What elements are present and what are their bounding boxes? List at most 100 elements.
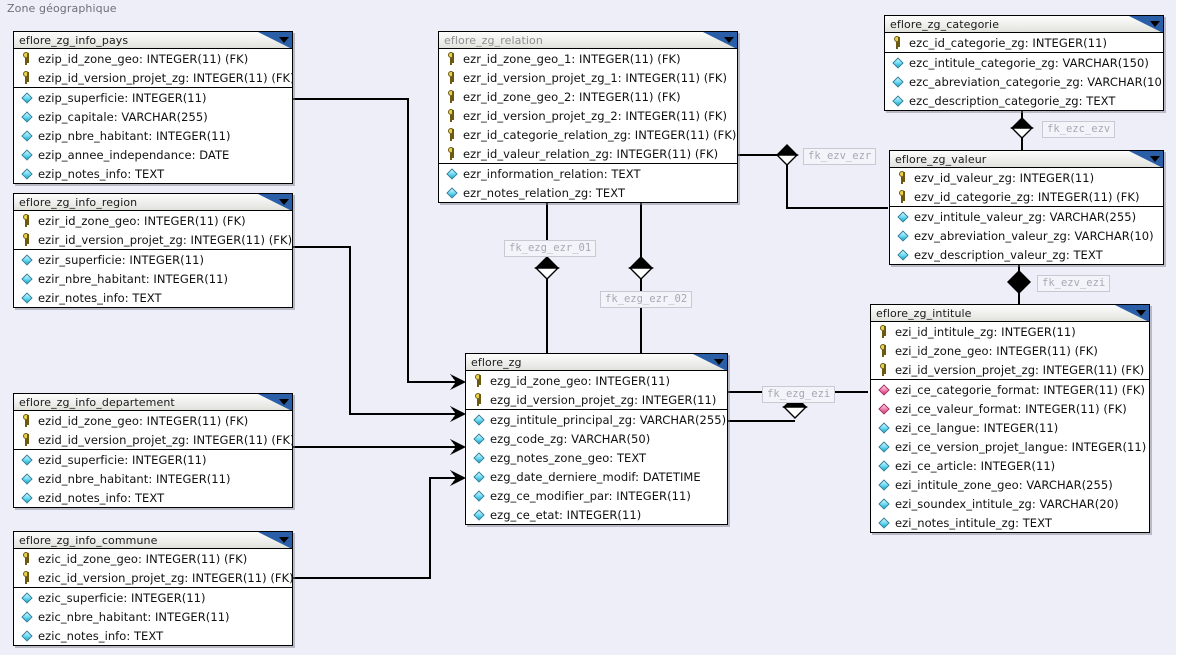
chevron-down-icon[interactable] xyxy=(703,32,737,48)
diamond-cyan-icon xyxy=(876,420,891,435)
chevron-down-icon[interactable] xyxy=(1129,16,1163,32)
field-row[interactable]: ezi_ce_version_projet_langue: INTEGER(11… xyxy=(871,437,1149,456)
field-row-key[interactable]: ezir_id_version_projet_zg: INTEGER(11) (… xyxy=(14,230,292,249)
field-row-key[interactable]: ezr_id_zone_geo_1: INTEGER(11) (FK) xyxy=(439,49,737,68)
field-row[interactable]: ezir_nbre_habitant: INTEGER(11) xyxy=(14,269,292,288)
field-row[interactable]: ezi_ce_article: INTEGER(11) xyxy=(871,456,1149,475)
field-row-key[interactable]: ezid_id_version_projet_zg: INTEGER(11) (… xyxy=(14,430,292,449)
field-row[interactable]: ezg_ce_modifier_par: INTEGER(11) xyxy=(466,486,727,505)
field-row[interactable]: ezi_ce_categorie_format: INTEGER(11) (FK… xyxy=(871,380,1149,399)
key-icon xyxy=(444,70,459,85)
field-row-key[interactable]: ezr_id_categorie_relation_zg: INTEGER(11… xyxy=(439,125,737,144)
table-header[interactable]: eflore_zg_info_region xyxy=(14,194,292,211)
field-row[interactable]: ezir_notes_info: TEXT xyxy=(14,288,292,307)
field-row[interactable]: ezip_notes_info: TEXT xyxy=(14,164,292,183)
diamond-cyan-icon xyxy=(876,515,891,530)
table-eflore_zg_relation[interactable]: eflore_zg_relation ezr_id_zone_geo_1: IN… xyxy=(438,31,738,203)
table-eflore_zg_info_region[interactable]: eflore_zg_info_region ezir_id_zone_geo: … xyxy=(13,193,293,308)
table-header[interactable]: eflore_zg_categorie xyxy=(885,16,1163,33)
field-row-key[interactable]: ezr_id_valeur_relation_zg: INTEGER(11) (… xyxy=(439,144,737,163)
table-title: eflore_zg_info_departement xyxy=(19,396,175,409)
field-row-key[interactable]: ezc_id_categorie_zg: INTEGER(11) xyxy=(885,33,1163,52)
field-row[interactable]: ezv_intitule_valeur_zg: VARCHAR(255) xyxy=(890,207,1163,226)
chevron-down-icon[interactable] xyxy=(258,194,292,210)
table-eflore_zg[interactable]: eflore_zg ezg_id_zone_geo: INTEGER(11) e… xyxy=(465,353,728,525)
table-header[interactable]: eflore_zg_valeur xyxy=(890,151,1163,168)
key-icon xyxy=(471,392,486,407)
field-row[interactable]: ezc_description_categorie_zg: TEXT xyxy=(885,91,1163,110)
field-row-key[interactable]: ezi_id_version_projet_zg: INTEGER(11) (F… xyxy=(871,360,1149,379)
field-row-key[interactable]: ezip_id_version_projet_zg: INTEGER(11) (… xyxy=(14,68,292,87)
field-row[interactable]: ezi_notes_intitule_zg: TEXT xyxy=(871,513,1149,532)
table-header[interactable]: eflore_zg_intitule xyxy=(871,305,1149,322)
field-row[interactable]: ezg_intitule_principal_zg: VARCHAR(255) xyxy=(466,410,727,429)
key-separator xyxy=(14,449,292,450)
field-row[interactable]: ezc_abreviation_categorie_zg: VARCHAR(10… xyxy=(885,72,1163,91)
field-row-key[interactable]: ezv_id_valeur_zg: INTEGER(11) xyxy=(890,168,1163,187)
diamond-cyan-icon xyxy=(19,166,34,181)
field-row-key[interactable]: ezg_id_version_projet_zg: INTEGER(11) xyxy=(466,390,727,409)
field-row[interactable]: ezir_superficie: INTEGER(11) xyxy=(14,250,292,269)
field-row[interactable]: ezv_abreviation_valeur_zg: VARCHAR(10) xyxy=(890,226,1163,245)
field-row-key[interactable]: ezv_id_categorie_zg: INTEGER(11) (FK) xyxy=(890,187,1163,206)
field-row[interactable]: ezid_superficie: INTEGER(11) xyxy=(14,450,292,469)
field-row-key[interactable]: ezir_id_zone_geo: INTEGER(11) (FK) xyxy=(14,211,292,230)
field-row[interactable]: ezc_intitule_categorie_zg: VARCHAR(150) xyxy=(885,53,1163,72)
diamond-cyan-icon xyxy=(876,496,891,511)
field-row[interactable]: ezi_ce_langue: INTEGER(11) xyxy=(871,418,1149,437)
field-row[interactable]: ezic_superficie: INTEGER(11) xyxy=(14,588,292,607)
field-row[interactable]: ezip_capitale: VARCHAR(255) xyxy=(14,107,292,126)
chevron-down-icon[interactable] xyxy=(1129,151,1163,167)
table-eflore_zg_info_commune[interactable]: eflore_zg_info_commune ezic_id_zone_geo:… xyxy=(13,531,293,646)
field-row[interactable]: ezid_nbre_habitant: INTEGER(11) xyxy=(14,469,292,488)
diamond-cyan-icon xyxy=(19,252,34,267)
field-row[interactable]: ezid_notes_info: TEXT xyxy=(14,488,292,507)
chevron-down-icon[interactable] xyxy=(258,394,292,410)
table-eflore_zg_info_departement[interactable]: eflore_zg_info_departement ezid_id_zone_… xyxy=(13,393,293,508)
field-row-key[interactable]: ezip_id_zone_geo: INTEGER(11) (FK) xyxy=(14,49,292,68)
table-header[interactable]: eflore_zg_info_pays xyxy=(14,32,292,49)
chevron-down-icon[interactable] xyxy=(258,532,292,548)
table-header[interactable]: eflore_zg_relation xyxy=(439,32,737,49)
field-row[interactable]: ezr_information_relation: TEXT xyxy=(439,164,737,183)
field-row[interactable]: ezi_ce_valeur_format: INTEGER(11) (FK) xyxy=(871,399,1149,418)
key-separator xyxy=(890,206,1163,207)
table-header[interactable]: eflore_zg_info_departement xyxy=(14,394,292,411)
field-row-key[interactable]: ezg_id_zone_geo: INTEGER(11) xyxy=(466,371,727,390)
table-eflore_zg_valeur[interactable]: eflore_zg_valeur ezv_id_valeur_zg: INTEG… xyxy=(889,150,1164,265)
field-row-key[interactable]: ezic_id_zone_geo: INTEGER(11) (FK) xyxy=(14,549,292,568)
field-row[interactable]: ezg_date_derniere_modif: DATETIME xyxy=(466,467,727,486)
field-row[interactable]: ezg_notes_zone_geo: TEXT xyxy=(466,448,727,467)
field-row-key[interactable]: ezr_id_version_projet_zg_2: INTEGER(11) … xyxy=(439,106,737,125)
field-row[interactable]: ezic_nbre_habitant: INTEGER(11) xyxy=(14,607,292,626)
field-row-key[interactable]: ezi_id_zone_geo: INTEGER(11) (FK) xyxy=(871,341,1149,360)
field-row-key[interactable]: ezr_id_zone_geo_2: INTEGER(11) (FK) xyxy=(439,87,737,106)
table-eflore_zg_intitule[interactable]: eflore_zg_intitule ezi_id_intitule_zg: I… xyxy=(870,304,1150,533)
field-row-key[interactable]: ezic_id_version_projet_zg: INTEGER(11) (… xyxy=(14,568,292,587)
key-separator xyxy=(885,52,1163,53)
field-row[interactable]: ezr_notes_relation_zg: TEXT xyxy=(439,183,737,202)
field-row[interactable]: ezg_code_zg: VARCHAR(50) xyxy=(466,429,727,448)
field-row[interactable]: ezi_intitule_zone_geo: VARCHAR(255) xyxy=(871,475,1149,494)
field-row-key[interactable]: ezid_id_zone_geo: INTEGER(11) (FK) xyxy=(14,411,292,430)
chevron-down-icon[interactable] xyxy=(1115,305,1149,321)
field-row[interactable]: ezi_soundex_intitule_zg: VARCHAR(20) xyxy=(871,494,1149,513)
table-header[interactable]: eflore_zg_info_commune xyxy=(14,532,292,549)
diamond-cyan-icon xyxy=(19,147,34,162)
field-row[interactable]: ezip_superficie: INTEGER(11) xyxy=(14,88,292,107)
field-row-key[interactable]: ezr_id_version_projet_zg_1: INTEGER(11) … xyxy=(439,68,737,87)
table-header[interactable]: eflore_zg xyxy=(466,354,727,371)
field-row[interactable]: ezip_annee_independance: DATE xyxy=(14,145,292,164)
field-row[interactable]: ezv_description_valeur_zg: TEXT xyxy=(890,245,1163,264)
field-row-key[interactable]: ezi_id_intitule_zg: INTEGER(11) xyxy=(871,322,1149,341)
chevron-down-icon[interactable] xyxy=(258,32,292,48)
field-row[interactable]: ezg_ce_etat: INTEGER(11) xyxy=(466,505,727,524)
key-icon xyxy=(890,35,905,50)
table-body: ezi_id_intitule_zg: INTEGER(11) ezi_id_z… xyxy=(871,322,1149,532)
field-row[interactable]: ezic_notes_info: TEXT xyxy=(14,626,292,645)
table-eflore_zg_categorie[interactable]: eflore_zg_categorie ezc_id_categorie_zg:… xyxy=(884,15,1164,111)
table-eflore_zg_info_pays[interactable]: eflore_zg_info_pays ezip_id_zone_geo: IN… xyxy=(13,31,293,184)
chevron-down-icon[interactable] xyxy=(693,354,727,370)
diamond-cyan-icon xyxy=(471,469,486,484)
field-row[interactable]: ezip_nbre_habitant: INTEGER(11) xyxy=(14,126,292,145)
